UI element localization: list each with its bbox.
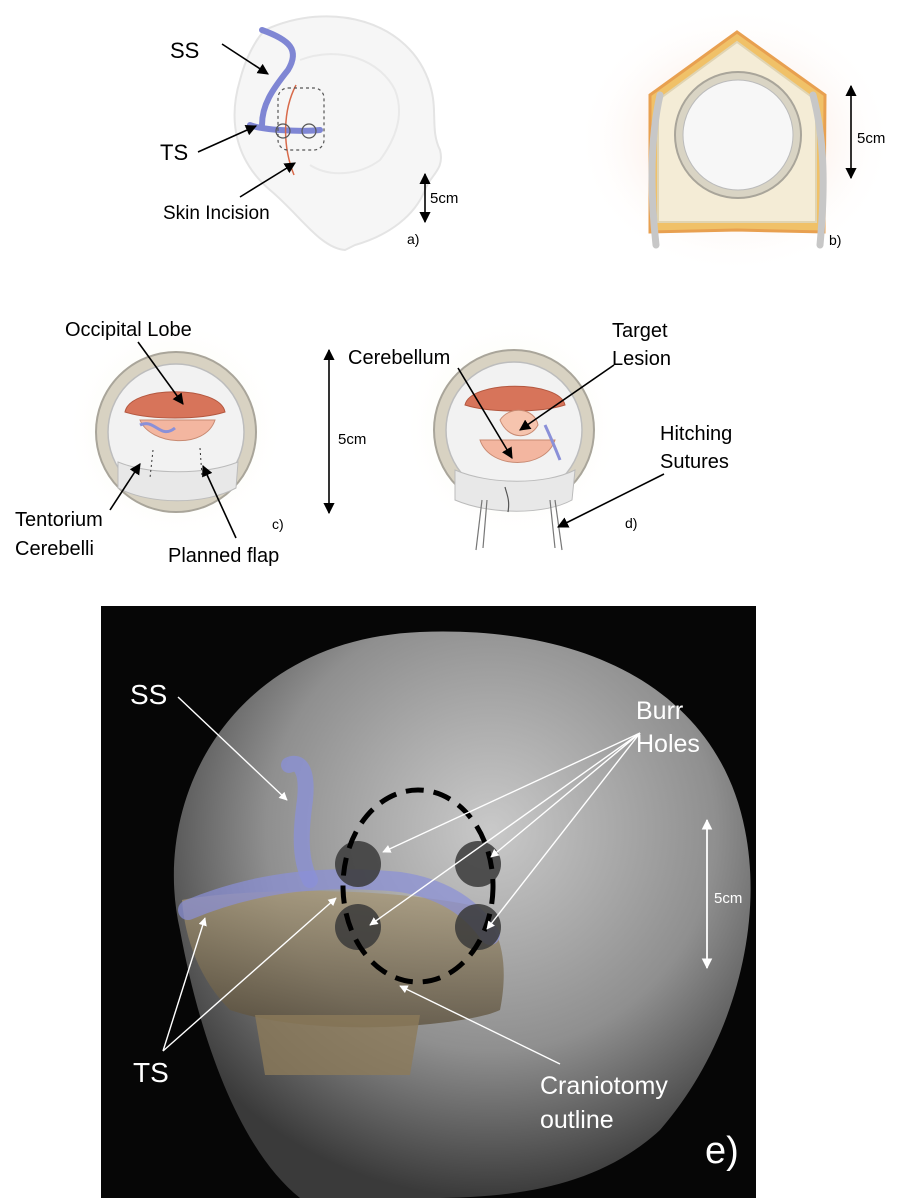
panel-d: Cerebellum Target Lesion Hitching Suture… [348, 316, 732, 550]
panel-e: SS TS Burr Holes Craniotomy outline 5cm … [101, 606, 756, 1198]
label-e-cran-1: Craniotomy [540, 1072, 668, 1100]
label-panel-a: a) [407, 231, 419, 247]
label-e-burr-2: Holes [636, 730, 700, 758]
label-tentorium-1: Tentorium [15, 509, 103, 531]
label-cerebellum: Cerebellum [348, 347, 450, 369]
label-occipital-lobe: Occipital Lobe [65, 319, 192, 341]
label-e-ts: TS [133, 1057, 169, 1088]
label-panel-d: d) [625, 515, 637, 531]
label-ss: SS [170, 38, 199, 63]
label-e-cran-2: outline [540, 1106, 614, 1134]
panel-b: 5cm b) [575, 5, 895, 275]
label-e-ss: SS [130, 679, 167, 710]
label-scale-b: 5cm [857, 130, 885, 147]
panel-c: Occipital Lobe Tentorium Cerebelli Plann… [15, 318, 366, 567]
label-panel-b: b) [829, 232, 841, 248]
cervical-region [255, 1015, 420, 1075]
dura-b [683, 80, 793, 190]
label-planned-flap: Planned flap [168, 545, 279, 567]
label-skin-incision: Skin Incision [163, 203, 270, 224]
label-hitching-2: Sutures [660, 451, 729, 473]
panel-a: SS TS Skin Incision 5cm a) [160, 16, 458, 250]
label-scale-a: 5cm [430, 190, 458, 207]
burr-hole-1 [335, 841, 381, 887]
label-hitching-1: Hitching [660, 423, 732, 445]
label-e-burr-1: Burr [636, 697, 683, 725]
label-target-1: Target [612, 320, 668, 342]
label-ts: TS [160, 140, 188, 165]
label-panel-e: e) [705, 1130, 739, 1172]
label-scale-c: 5cm [338, 431, 366, 448]
label-e-scale: 5cm [714, 890, 742, 907]
label-tentorium-2: Cerebelli [15, 538, 94, 560]
label-panel-c: c) [272, 516, 284, 532]
label-target-2: Lesion [612, 348, 671, 370]
